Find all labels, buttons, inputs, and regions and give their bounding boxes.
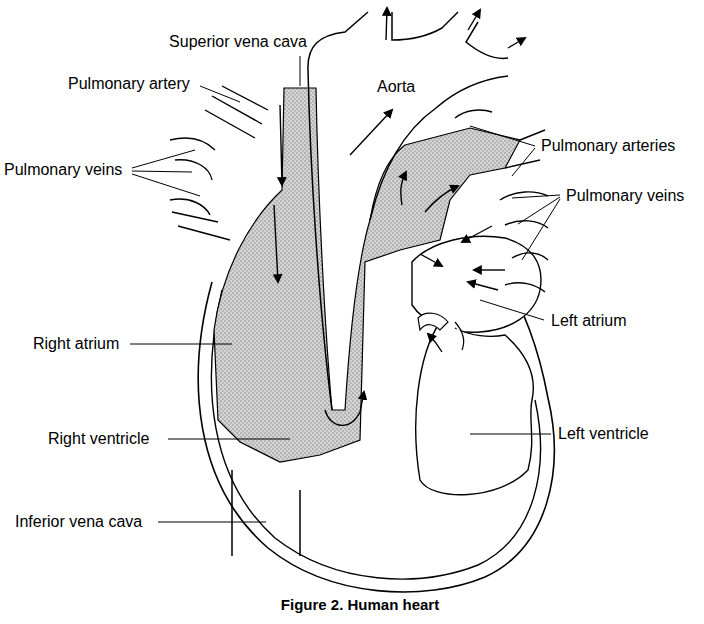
flow-arrow	[462, 226, 492, 242]
leader-line	[168, 439, 290, 440]
aorta-wall	[370, 76, 508, 220]
inferior-vena-cava-vessel	[232, 470, 300, 556]
leader-line	[470, 126, 535, 176]
flow-arrow	[508, 38, 525, 48]
flow-arrow	[280, 105, 282, 185]
aorta-branches	[392, 12, 508, 58]
part-label: Aorta	[376, 78, 416, 96]
leader-line	[158, 522, 266, 523]
leader-line	[300, 56, 301, 86]
leader-line	[130, 344, 232, 345]
flow-arrow	[386, 8, 387, 40]
blood-flow-arrows	[274, 8, 525, 425]
part-label: Superior vena cava	[168, 33, 308, 51]
part-label: Left ventricle	[557, 425, 650, 443]
part-label: Inferior vena cava	[14, 513, 143, 531]
aorta-wall	[308, 12, 368, 410]
leader-line	[470, 434, 551, 435]
flow-arrow	[420, 254, 442, 266]
part-label: Pulmonary veins	[565, 187, 685, 205]
flow-arrow	[425, 186, 458, 212]
flow-arrow	[274, 205, 278, 282]
flow-arrow	[325, 392, 364, 425]
figure-caption: Figure 2. Human heart	[281, 596, 439, 614]
flow-arrow	[468, 282, 498, 290]
flow-arrow	[474, 269, 505, 270]
right-pulmonary-vessels	[455, 110, 548, 292]
flow-arrow	[428, 334, 442, 352]
part-label: Right atrium	[32, 335, 120, 353]
flow-arrow	[468, 10, 480, 30]
leader-line	[480, 300, 544, 320]
left-ventricle-chamber	[416, 322, 534, 495]
left-pulmonary-vessels	[170, 86, 268, 240]
flow-arrow	[350, 110, 392, 155]
flow-arrow	[401, 172, 406, 205]
part-label: Pulmonary artery	[67, 75, 191, 93]
part-label: Pulmonary arteries	[540, 137, 676, 155]
leader-line	[200, 86, 240, 102]
leader-lines	[130, 56, 560, 522]
mitral-valve	[418, 313, 464, 350]
part-label: Pulmonary veins	[3, 161, 123, 179]
leader-line	[512, 195, 560, 260]
part-label: Left atrium	[550, 312, 628, 330]
part-label: Right ventricle	[47, 430, 150, 448]
leader-line	[132, 150, 200, 196]
